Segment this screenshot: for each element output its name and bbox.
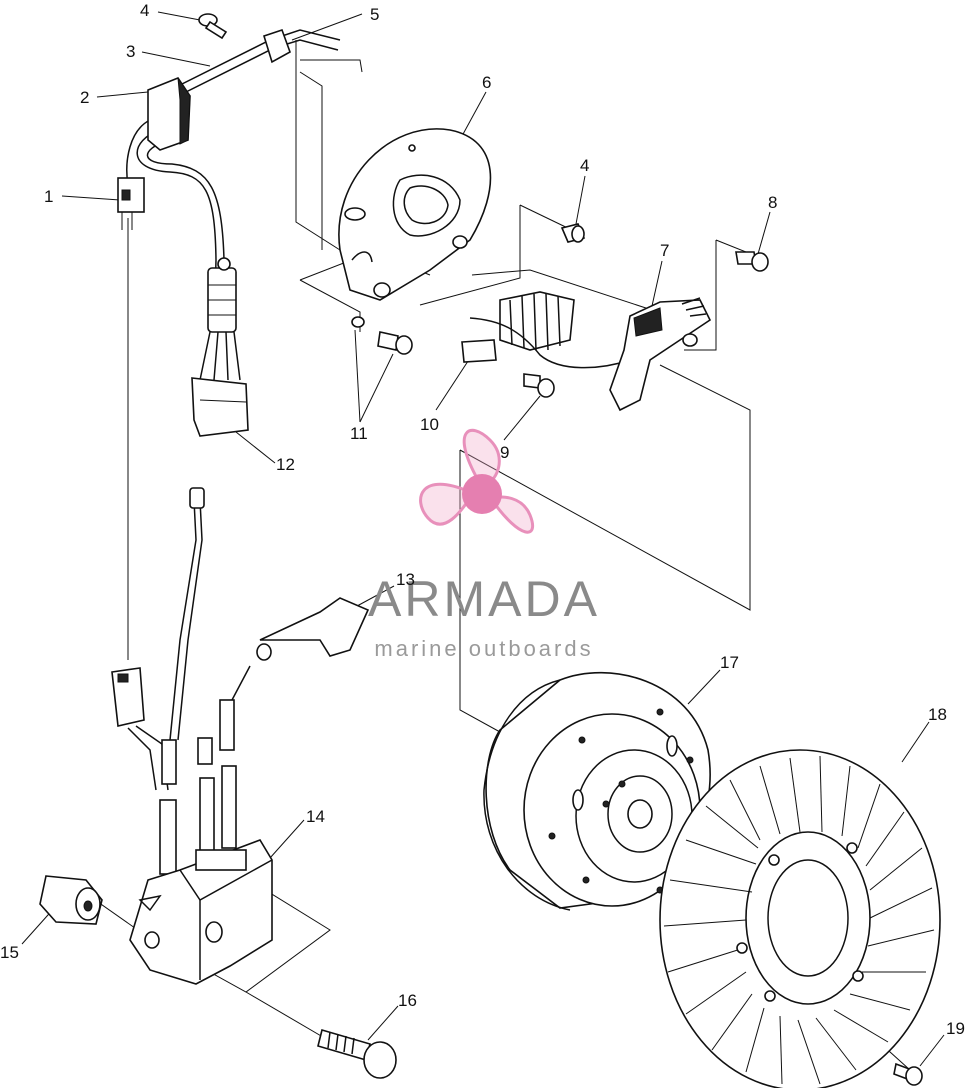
part-19-screw [893,1062,923,1086]
part-1-connector [117,177,145,230]
callout-4-top: 4 [140,1,149,20]
part-5-clip [263,28,291,64]
callout-3: 3 [126,42,135,61]
part-connector-left [111,667,169,791]
callout-11: 11 [350,424,368,443]
callout-9: 9 [500,443,509,462]
callout-5: 5 [370,5,379,24]
part-2-clamp [147,77,191,151]
part-10-charge-coil [461,291,631,369]
callout-leaders [21,11,945,1067]
callout-4-mid: 4 [580,156,589,175]
propeller-logo-icon [419,429,535,534]
part-11-screw-washer [351,316,413,355]
part-14-ignition-coil [129,699,273,985]
part-7-lighting-coil [609,297,712,412]
part-12-connector [191,257,249,437]
part-4-screw [560,223,586,243]
callout-8: 8 [768,193,777,212]
callout-13: 13 [396,570,415,589]
callout-labels: 1 2 3 4 4 5 6 7 8 9 10 11 12 13 14 15 16… [0,1,965,1038]
callout-7: 7 [660,241,669,260]
part-8-screw [735,251,769,272]
callout-18: 18 [928,705,947,724]
callout-12: 12 [276,455,295,474]
callout-10: 10 [420,415,439,434]
part-18-cooling-fan [659,749,941,1088]
part-6-stator-plate [338,128,492,301]
part-16-bolt [317,1028,397,1079]
callout-6: 6 [482,73,491,92]
callout-1: 1 [44,187,53,206]
callout-15: 15 [0,943,19,962]
watermark-subtitle: marine outboards [374,636,593,661]
callout-17: 17 [720,653,739,672]
watermark-title: ARMADA [368,571,600,627]
part-4-screw-top [198,13,228,40]
part-13-plug-cap [169,487,370,741]
part-15-sleeve [39,875,103,925]
callout-14: 14 [306,807,325,826]
part-17-flywheel [483,671,711,911]
callout-2: 2 [80,88,89,107]
part-3-wire-harness [126,29,341,261]
callout-16: 16 [398,991,417,1010]
part-9-screw [523,373,555,398]
callout-19: 19 [946,1019,965,1038]
armada-watermark: ARMADA marine outboards [368,429,600,661]
